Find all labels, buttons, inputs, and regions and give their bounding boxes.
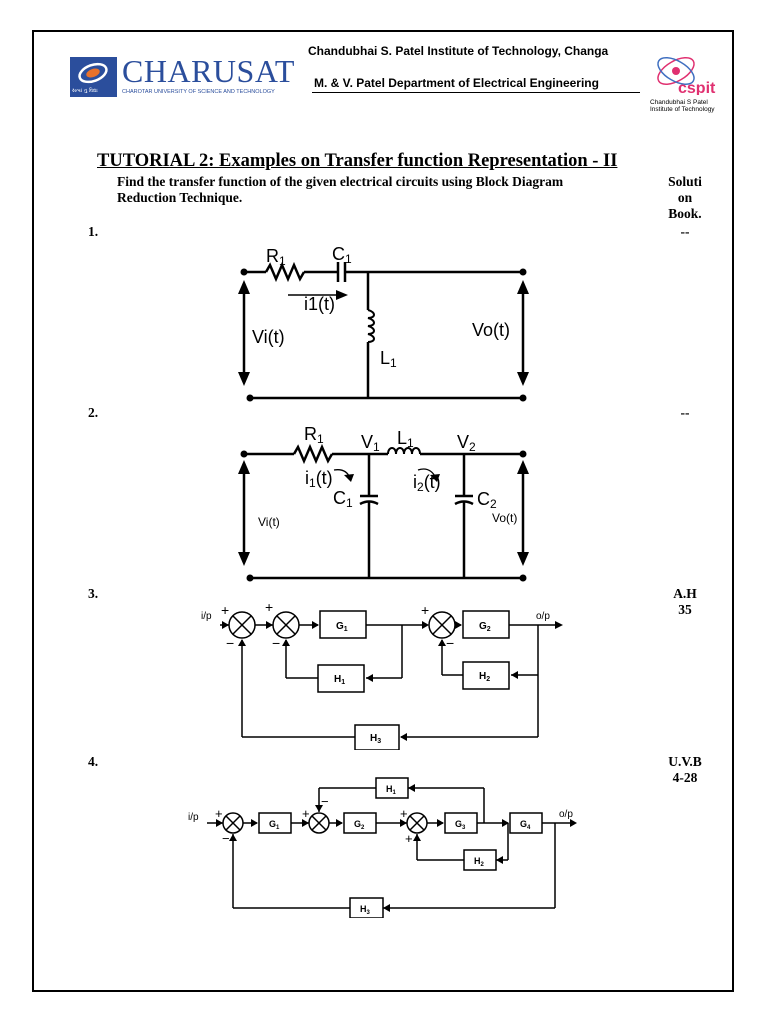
inductor-l1 — [387, 447, 421, 455]
cspit-caption-1: Chandubhai S Patel — [650, 99, 708, 106]
logo-name: CHARUSAT — [122, 53, 295, 89]
problem-number: 2. — [88, 405, 99, 420]
circuit-1: R1 C1 i1(t) L1 Vi(t) Vo(t) — [238, 244, 529, 402]
current-label: i1(t) — [304, 294, 335, 314]
svg-text:G3: G3 — [455, 819, 466, 831]
problem-ref: -- — [680, 405, 690, 420]
problem-ref: U.V.B 4-28 — [668, 754, 702, 785]
svg-text:+: + — [265, 599, 273, 615]
svg-text:H3: H3 — [360, 904, 371, 916]
block-diagram-4: i/p o/p + − + − + + G1 G2 G3 G4 H1 H2 H3 — [188, 777, 577, 918]
problem-ref: -- — [680, 224, 690, 239]
svg-text:H2: H2 — [474, 856, 485, 868]
logo-subtitle: CHAROTAR UNIVERSITY OF SCIENCE AND TECHN… — [122, 89, 275, 95]
svg-text:H2: H2 — [479, 671, 490, 683]
resistor-r1 — [292, 443, 334, 465]
svg-text:H1: H1 — [386, 784, 397, 796]
svg-text:L1: L1 — [397, 428, 414, 450]
vout-label: Vo(t) — [472, 320, 510, 340]
svg-text:+: + — [421, 602, 429, 618]
svg-text:V2: V2 — [457, 432, 476, 454]
cspit-caption-2: Institute of Technology — [650, 106, 715, 113]
svg-text:+: + — [405, 831, 413, 846]
svg-text:C1: C1 — [333, 488, 353, 510]
svg-text:H3: H3 — [370, 733, 381, 745]
svg-text:−: − — [222, 831, 230, 846]
charusat-emblem-icon: સત્યં તુ વિદ્યા — [70, 57, 117, 97]
svg-text:G1: G1 — [269, 819, 280, 831]
header-rule — [312, 92, 640, 93]
svg-text:G4: G4 — [520, 819, 531, 831]
department-name: M. & V. Patel Department of Electrical E… — [314, 76, 599, 90]
page-border — [32, 30, 734, 992]
cspit-logo: cspit Chandubhai S Patel Institute of Te… — [650, 45, 722, 113]
svg-text:G2: G2 — [479, 621, 491, 633]
svg-text:i2(t): i2(t) — [413, 472, 441, 494]
svg-text:L1: L1 — [380, 348, 397, 370]
problem-number: 1. — [88, 224, 99, 239]
cspit-wordmark: cspit — [678, 80, 716, 95]
circuit-2: R1 V1 L1 V2 i1(t) i2(t) C1 C2 Vi(t) Vo(t… — [238, 424, 529, 582]
svg-text:+: + — [221, 602, 229, 618]
svg-text:C1: C1 — [332, 244, 352, 266]
problem-number: 4. — [88, 754, 99, 769]
inductor-l1 — [367, 309, 375, 343]
svg-text:+: + — [302, 806, 310, 821]
svg-text:−: − — [226, 635, 234, 651]
svg-text:G2: G2 — [354, 819, 365, 831]
instruction-line-2: Reduction Technique. — [117, 190, 243, 205]
svg-text:o/p: o/p — [559, 809, 573, 820]
svg-text:R1: R1 — [266, 246, 286, 268]
problem-ref: A.H 35 — [673, 586, 697, 617]
logo-motto: સત્યં તુ વિદ્યા — [72, 88, 98, 94]
problem-number: 3. — [88, 586, 99, 601]
institute-name: Chandubhai S. Patel Institute of Technol… — [308, 44, 609, 58]
vin-label: Vi(t) — [252, 327, 285, 347]
page-title: TUTORIAL 2: Examples on Transfer functio… — [97, 151, 618, 171]
solution-book-header: Soluti on Book. — [668, 174, 702, 221]
svg-text:i/p: i/p — [201, 611, 212, 622]
svg-text:H1: H1 — [334, 674, 345, 686]
vout-label: Vo(t) — [492, 511, 517, 525]
block-diagram-3: i/p o/p + + + − − − G1 G2 H1 H2 H3 — [201, 599, 563, 750]
svg-text:G1: G1 — [336, 621, 348, 633]
vin-label: Vi(t) — [258, 515, 280, 529]
svg-text:R1: R1 — [304, 424, 324, 446]
svg-text:−: − — [272, 635, 280, 651]
svg-text:+: + — [215, 806, 223, 821]
instruction-line-1: Find the transfer function of the given … — [117, 174, 564, 189]
charusat-logo: સત્યં તુ વિદ્યા CHARUSAT CHAROTAR UNIVER… — [70, 53, 296, 97]
svg-text:−: − — [446, 635, 454, 651]
cspit-emblem-icon: cspit — [657, 57, 716, 97]
svg-text:i1(t): i1(t) — [305, 468, 333, 490]
svg-text:V1: V1 — [361, 432, 380, 454]
svg-text:o/p: o/p — [536, 611, 550, 622]
svg-text:i/p: i/p — [188, 812, 199, 823]
svg-text:C2: C2 — [477, 489, 497, 511]
resistor-r1 — [264, 261, 306, 283]
svg-text:−: − — [321, 794, 329, 809]
svg-text:+: + — [400, 806, 408, 821]
